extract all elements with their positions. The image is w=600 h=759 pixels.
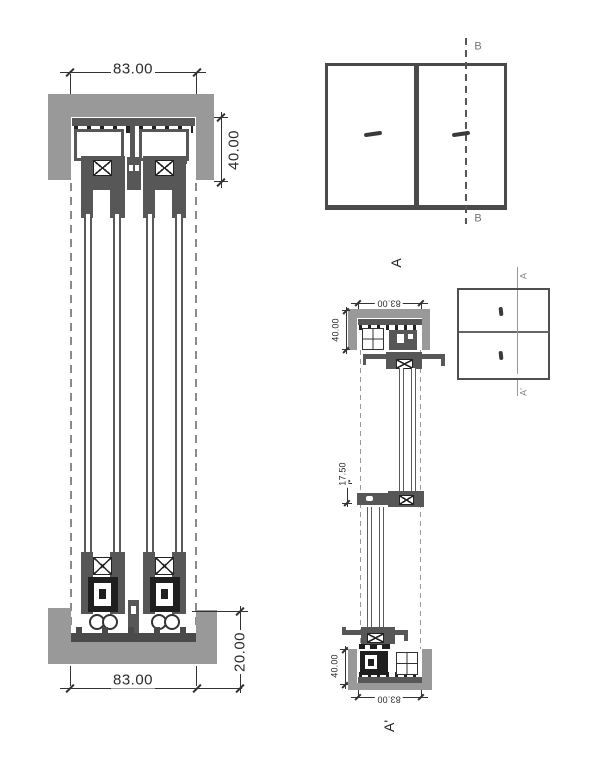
glass-pane xyxy=(113,214,121,558)
cross-brace-icon xyxy=(399,495,414,505)
glass-pane xyxy=(84,214,92,558)
extension-line xyxy=(421,303,422,310)
bottom-track-ribs xyxy=(76,627,192,633)
window-elevation-frame xyxy=(457,288,550,380)
extension-line xyxy=(196,666,197,686)
section-label-a-top: A xyxy=(518,272,529,280)
panel1-top-leg-left xyxy=(81,162,93,218)
interlock-slot xyxy=(129,165,133,171)
dimension-line xyxy=(221,112,222,188)
track-clips xyxy=(359,672,421,677)
track-channel-right xyxy=(139,129,189,161)
panel1-top-leg-right xyxy=(110,162,125,218)
opening-dashed-line-right xyxy=(195,183,197,630)
extension-line xyxy=(70,666,71,686)
dimension-line xyxy=(347,479,348,507)
section-label-b-top: B xyxy=(474,40,482,53)
center-guide-slot xyxy=(131,606,136,614)
carriage-slot xyxy=(377,645,382,649)
glass-pane xyxy=(367,507,372,628)
wing-hook xyxy=(441,358,445,366)
roller-pin xyxy=(368,659,374,666)
extension-line xyxy=(192,611,248,612)
section-label-b-bottom: B xyxy=(474,212,482,225)
handle-top xyxy=(498,306,504,317)
bottom-carriage xyxy=(359,644,390,651)
cross-brace-icon xyxy=(396,359,413,369)
glass-pane xyxy=(146,214,154,558)
cross-brace-icon xyxy=(93,160,112,176)
head-track-rail xyxy=(358,319,422,325)
wing-hook xyxy=(342,627,346,634)
extension-line xyxy=(358,690,359,697)
handle-bottom xyxy=(498,350,504,361)
meeting-stile xyxy=(459,331,549,333)
extension-line xyxy=(421,690,422,697)
cross-brace-icon xyxy=(155,557,174,575)
grid-box-icon xyxy=(396,652,418,675)
dimension-line xyxy=(346,307,347,354)
track-clips xyxy=(359,325,421,330)
glass-pane xyxy=(411,368,416,493)
dimension-line xyxy=(345,646,346,689)
dimension-text-head-height: 40.00 xyxy=(225,127,243,173)
dimension-text-sill-height: 20.00 xyxy=(231,629,249,675)
panel2-top-leg-right xyxy=(172,162,186,218)
section-label-a-bottom: A' xyxy=(381,719,397,733)
cross-brace-icon xyxy=(155,160,174,176)
frame-slot xyxy=(397,334,404,343)
dimension-text-bottom-width: 83.00 xyxy=(110,671,156,689)
wing-hook xyxy=(363,358,366,365)
dimension-line xyxy=(60,688,242,689)
interlock-post xyxy=(127,157,141,190)
carriage-slot xyxy=(365,645,370,649)
dimension-text-interlock: 17.50 xyxy=(337,460,349,488)
panel2-top-core xyxy=(155,175,172,190)
bottom-track-rail xyxy=(70,633,197,642)
track-center-stem xyxy=(130,118,135,164)
section-label-a-top: A xyxy=(388,258,404,268)
meeting-rail-left xyxy=(357,493,392,505)
extension-line xyxy=(70,74,71,95)
cross-brace-icon xyxy=(93,557,112,575)
sill-track-rail xyxy=(358,677,422,683)
interlock-slot xyxy=(135,165,139,171)
frame-slot xyxy=(408,334,413,339)
dimension-text-sill-height: 40.00 xyxy=(329,652,341,680)
sill-slab xyxy=(48,642,217,664)
panel1-roller-pin xyxy=(99,589,106,599)
glass-pane xyxy=(399,368,404,493)
meeting-stile xyxy=(414,63,419,210)
dimension-text-sill-width: 83.00 xyxy=(375,693,403,705)
dimension-text-head-height: 40.00 xyxy=(330,316,342,344)
glass-pane xyxy=(175,214,183,558)
center-guide-post xyxy=(128,600,139,638)
rail-slot xyxy=(366,496,373,501)
section-label-a-bottom: A' xyxy=(518,388,529,396)
extension-line xyxy=(358,303,359,310)
panel2-roller-pin xyxy=(161,589,168,599)
opening-dashed-line-left xyxy=(70,183,72,630)
cross-brace-icon xyxy=(367,633,384,643)
extension-line xyxy=(196,74,197,95)
glass-pane xyxy=(379,507,384,628)
panel2-top-leg-left xyxy=(143,162,155,218)
grid-box-icon xyxy=(362,328,384,350)
panel1-top-core xyxy=(93,175,110,190)
section-line-a-inner xyxy=(517,290,518,374)
dimension-text-head-width: 83.00 xyxy=(375,297,403,309)
dimension-text-top-width: 83.00 xyxy=(110,60,156,78)
wing-hook xyxy=(404,634,408,641)
